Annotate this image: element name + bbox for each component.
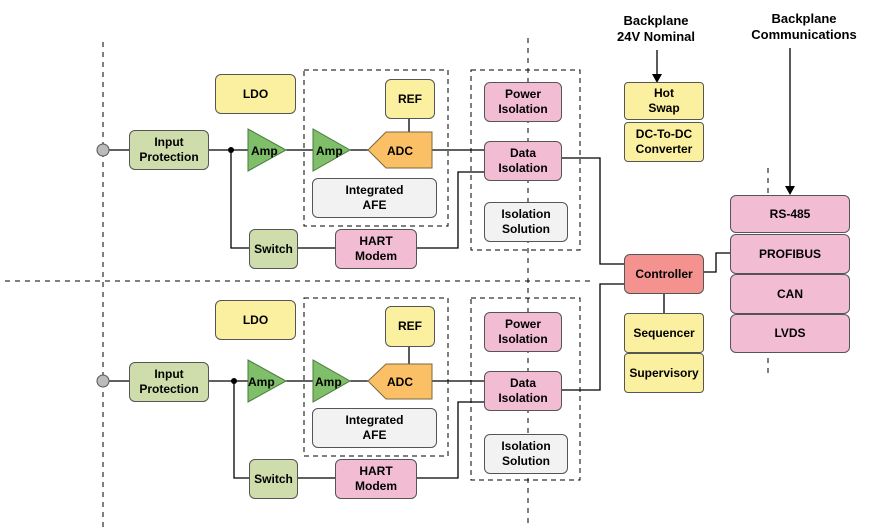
channel-1-hart-modem: HART Modem [335, 229, 417, 269]
supervisory: Supervisory [624, 353, 704, 393]
hot-swap: Hot Swap [624, 82, 704, 120]
comms-profibus: PROFIBUS [730, 234, 850, 274]
channel-1-adc-shape [367, 131, 433, 169]
comms-lvds: LVDS [730, 314, 850, 353]
channel-2-ref: REF [385, 306, 435, 347]
channel-1-amp2-triangle [312, 128, 352, 172]
channel-2-wiring [108, 283, 624, 479]
channel-2-integrated-afe: Integrated AFE [312, 408, 437, 448]
channel-2-adc-shape [367, 363, 433, 400]
channel-2-amp2-triangle [312, 359, 352, 403]
channel-2-data-isolation: Data Isolation [484, 371, 562, 411]
controller: Controller [624, 254, 704, 294]
channel-1-data-isolation: Data Isolation [484, 141, 562, 181]
backplane-power-header: Backplane 24V Nominal [616, 13, 696, 44]
channel-1-isolation-solution: Isolation Solution [484, 202, 568, 242]
channel-2-input-terminal [96, 374, 110, 388]
channel-2-ldo: LDO [215, 300, 296, 340]
sequencer: Sequencer [624, 313, 704, 353]
channel-2-isolation-solution: Isolation Solution [484, 434, 568, 474]
channel-1-amp2-label: Amp [316, 144, 343, 158]
channel-1-switch: Switch [249, 229, 298, 269]
channel-2-input-protection: Input Protection [129, 362, 209, 402]
channel-2-amp1-label: Amp [248, 375, 275, 389]
channel-1-input-protection: Input Protection [129, 130, 209, 170]
channel-2-amp1-triangle [247, 359, 288, 403]
comms-can: CAN [730, 274, 850, 314]
isolation-group-box-1 [470, 69, 581, 251]
afe-group-box-1 [303, 69, 449, 227]
channel-1-amp1-label: Amp [251, 144, 278, 158]
channel-2-switch: Switch [249, 459, 298, 499]
channel-1-junction [228, 147, 234, 153]
comms-rs485: RS-485 [730, 195, 850, 233]
channel-1-power-isolation: Power Isolation [484, 82, 562, 122]
comms-arrow-head [785, 186, 795, 195]
channel-2-junction [231, 378, 237, 384]
channel-2-power-isolation: Power Isolation [484, 312, 562, 352]
afe-group-box-2 [303, 297, 449, 457]
channel-1-ldo: LDO [215, 74, 296, 114]
channel-2-amp2-label: Amp [315, 375, 342, 389]
channel-1-input-terminal [96, 143, 110, 157]
channel-2-adc-label: ADC [387, 375, 413, 389]
controller-wiring [663, 252, 730, 313]
backplane-comms-header: Backplane Communications [751, 11, 857, 42]
channel-1-ref: REF [385, 79, 435, 119]
channel-1-wiring [108, 119, 624, 265]
dc-to-dc-converter: DC-To-DC Converter [624, 122, 704, 162]
channel-1-integrated-afe: Integrated AFE [312, 178, 437, 218]
isolation-group-box-2 [470, 297, 581, 481]
channel-2-hart-modem: HART Modem [335, 459, 417, 499]
channel-1-amp1-triangle [247, 128, 288, 172]
channel-1-adc-label: ADC [387, 144, 413, 158]
power-arrow-head [652, 74, 662, 83]
